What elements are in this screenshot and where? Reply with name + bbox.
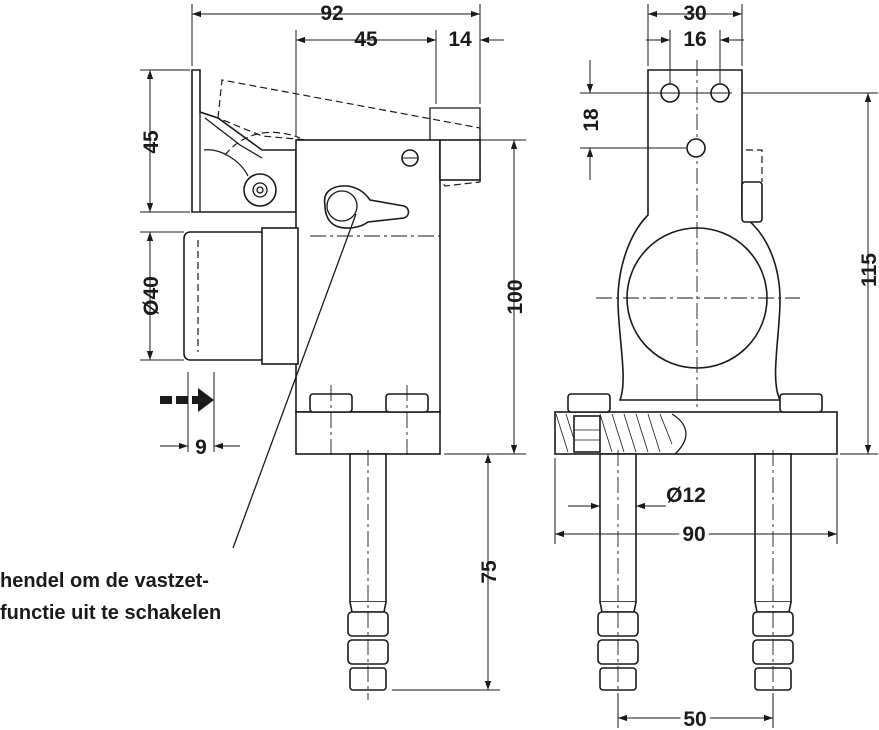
- side-latch: [741, 181, 763, 223]
- note-leader-line: [232, 213, 357, 549]
- release-handle: [323, 185, 410, 229]
- pivot-outer: [243, 173, 277, 207]
- dim-bumper-diameter: Ø40: [140, 276, 163, 316]
- lever-released-outline: [217, 79, 481, 187]
- note-line-2: functie uit te schakelen: [0, 602, 221, 624]
- dimension-lines: [140, 4, 878, 728]
- push-arrow: [160, 388, 214, 412]
- dim-top-width: 30: [683, 2, 706, 25]
- front-view: [554, 60, 838, 700]
- side-view: [160, 69, 481, 700]
- dim-pin-diameter: Ø12: [666, 484, 706, 507]
- dim-lever-offset: 14: [448, 28, 472, 51]
- base-plate: [295, 411, 441, 455]
- release-handle-note: hendel om de vastzet- functie uit te sch…: [0, 570, 221, 624]
- floor-pin: [347, 450, 389, 700]
- bumper: [183, 231, 267, 361]
- dim-hole-spacing: 16: [683, 28, 706, 51]
- lock-tab: [439, 139, 481, 181]
- lever-bracket: [191, 69, 297, 213]
- dim-base-width: 90: [682, 523, 705, 546]
- front-floor-pin-left: [597, 450, 639, 700]
- dim-stroke: 9: [195, 436, 207, 459]
- section-hatch: [555, 413, 687, 455]
- dim-pin-spacing: 50: [683, 708, 706, 730]
- front-floor-pin-right: [752, 450, 794, 700]
- front-base-plate: [554, 411, 838, 455]
- mount-hole-lower: [686, 138, 706, 158]
- dimension-labels: 92 45 14 45 Ø40 9 100 75 30 16 18 115 Ø1…: [140, 2, 879, 730]
- note-line-1: hendel om de vastzet-: [0, 570, 209, 592]
- dim-pin-length: 75: [478, 560, 501, 584]
- dim-total-depth: 92: [320, 2, 343, 25]
- dim-lever-height: 45: [140, 130, 163, 154]
- dim-total-height: 115: [858, 253, 879, 287]
- main-body: [295, 139, 441, 413]
- dim-body-depth: 45: [354, 28, 378, 51]
- dim-body-height: 100: [504, 279, 527, 314]
- dim-hole-offset: 18: [580, 108, 603, 132]
